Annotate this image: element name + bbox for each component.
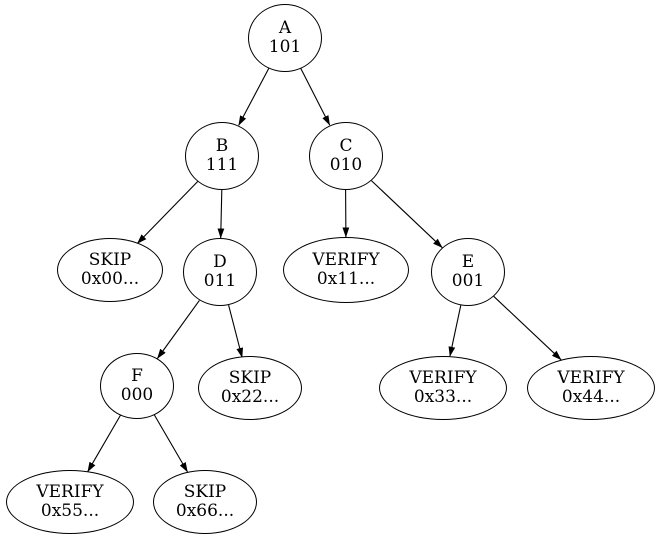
edge-C-E bbox=[371, 180, 443, 249]
node-label: F bbox=[131, 366, 143, 386]
node-VERIFY-0x55: VERIFY 0x55... bbox=[6, 470, 134, 534]
node-D: D 011 bbox=[183, 238, 257, 306]
node-B: B 111 bbox=[185, 122, 259, 190]
node-sublabel: 0x00... bbox=[80, 269, 140, 289]
node-VERIFY-0x44: VERIFY 0x44... bbox=[527, 356, 655, 420]
node-sublabel: 011 bbox=[203, 271, 237, 291]
node-SKIP-0x22: SKIP 0x22... bbox=[198, 356, 302, 420]
edge-E-VERIFY-0x33 bbox=[448, 305, 462, 357]
edge-B-SKIP-0x00 bbox=[136, 181, 199, 244]
node-label: VERIFY bbox=[36, 482, 104, 502]
node-label: SKIP bbox=[228, 368, 272, 388]
edge-D-F bbox=[156, 300, 200, 359]
node-sublabel: 101 bbox=[268, 37, 302, 57]
edge-B-D bbox=[217, 189, 225, 239]
node-sublabel: 0x33... bbox=[413, 387, 473, 407]
node-sublabel: 0x55... bbox=[40, 501, 100, 521]
edge-F-VERIFY-0x55 bbox=[87, 414, 122, 473]
node-sublabel: 0x66... bbox=[175, 501, 235, 521]
node-SKIP-0x66: SKIP 0x66... bbox=[153, 470, 257, 534]
node-sublabel: 0x22... bbox=[220, 387, 280, 407]
edge-E-VERIFY-0x44 bbox=[493, 295, 562, 361]
edge-D-SKIP-0x22 bbox=[228, 304, 244, 358]
node-VERIFY-0x11: VERIFY 0x11... bbox=[283, 237, 409, 303]
node-sublabel: 111 bbox=[205, 155, 239, 175]
node-F: F 000 bbox=[100, 353, 174, 419]
node-label: VERIFY bbox=[409, 368, 477, 388]
node-label: E bbox=[461, 252, 475, 272]
node-label: VERIFY bbox=[312, 250, 380, 270]
edge-A-C bbox=[300, 67, 331, 126]
node-label: D bbox=[213, 252, 227, 272]
node-sublabel: 010 bbox=[329, 155, 363, 175]
node-sublabel: 0x44... bbox=[561, 387, 621, 407]
node-E: E 001 bbox=[431, 238, 505, 306]
node-sublabel: 001 bbox=[451, 271, 485, 291]
node-C: C 010 bbox=[309, 122, 383, 190]
node-label: C bbox=[339, 136, 353, 156]
node-SKIP-0x00: SKIP 0x00... bbox=[57, 238, 163, 302]
node-label: B bbox=[215, 136, 229, 156]
node-sublabel: 000 bbox=[120, 385, 154, 405]
node-label: VERIFY bbox=[557, 368, 625, 388]
node-A: A 101 bbox=[248, 4, 322, 72]
edge-F-SKIP-0x66 bbox=[153, 414, 188, 473]
node-VERIFY-0x33: VERIFY 0x33... bbox=[379, 356, 507, 420]
node-label: A bbox=[278, 18, 292, 38]
edge-A-B bbox=[238, 67, 270, 126]
node-label: SKIP bbox=[183, 482, 227, 502]
node-sublabel: 0x11... bbox=[316, 269, 376, 289]
node-label: SKIP bbox=[88, 250, 132, 270]
